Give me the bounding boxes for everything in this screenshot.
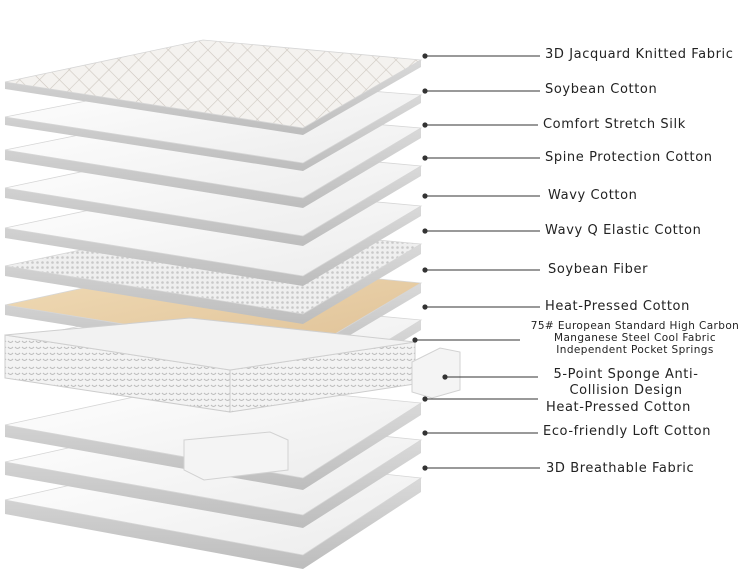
leader-wavy-cotton — [422, 193, 540, 199]
leader-soybean-fiber — [422, 267, 540, 273]
leader-spine-protection — [422, 155, 540, 161]
leader-pocket-springs — [412, 337, 520, 343]
leader-eco-friendly — [422, 430, 538, 436]
label-spine-protection-cotton: Spine Protection Cotton — [545, 150, 713, 165]
layer-stack — [4, 39, 461, 569]
label-sponge-line-2: Collision Design — [569, 383, 683, 398]
label-pocket-springs-line-2: Manganese Steel Cool Fabric — [553, 332, 716, 344]
label-soybean-fiber: Soybean Fiber — [548, 262, 649, 277]
label-eco-friendly-loft-cotton: Eco-friendly Loft Cotton — [543, 424, 712, 439]
label-wavy-cotton: Wavy Cotton — [548, 188, 638, 203]
label-sponge-line-1: 5-Point Sponge Anti- — [553, 367, 699, 382]
leader-comfort-stretch-silk — [422, 122, 538, 128]
label-sponge-anti-collision: 5-Point Sponge Anti- Collision Design — [540, 367, 712, 399]
label-wavy-q-elastic-cotton: Wavy Q Elastic Cotton — [545, 223, 702, 238]
label-3d-jacquard-knitted-fabric: 3D Jacquard Knitted Fabric — [545, 47, 734, 62]
label-pocket-springs-line-3: Independent Pocket Springs — [556, 344, 714, 356]
leader-heat-pressed-top — [422, 304, 540, 310]
label-heat-pressed-cotton-bottom: Heat-Pressed Cotton — [546, 400, 691, 415]
leader-soybean-cotton — [422, 88, 540, 94]
leader-sponge — [442, 374, 538, 380]
sponge-block-right — [411, 347, 461, 399]
leader-3d-jacquard — [422, 53, 540, 59]
leader-lines — [412, 53, 540, 471]
layer-3d-jacquard-knitted-fabric — [4, 39, 423, 135]
leader-3d-breathable — [422, 465, 540, 471]
label-heat-pressed-cotton-top: Heat-Pressed Cotton — [545, 299, 690, 314]
label-3d-breathable-fabric: 3D Breathable Fabric — [546, 461, 695, 476]
leader-heat-pressed-bottom — [422, 396, 538, 402]
layer-pocket-springs — [4, 317, 416, 413]
label-soybean-cotton: Soybean Cotton — [545, 82, 658, 97]
label-pocket-springs: 75# European Standard High Carbon Mangan… — [526, 320, 744, 356]
label-comfort-stretch-silk: Comfort Stretch Silk — [543, 117, 686, 132]
leader-wavy-q-elastic — [422, 228, 540, 234]
label-pocket-springs-line-1: 75# European Standard High Carbon — [530, 320, 740, 332]
sponge-block-front — [183, 431, 289, 481]
